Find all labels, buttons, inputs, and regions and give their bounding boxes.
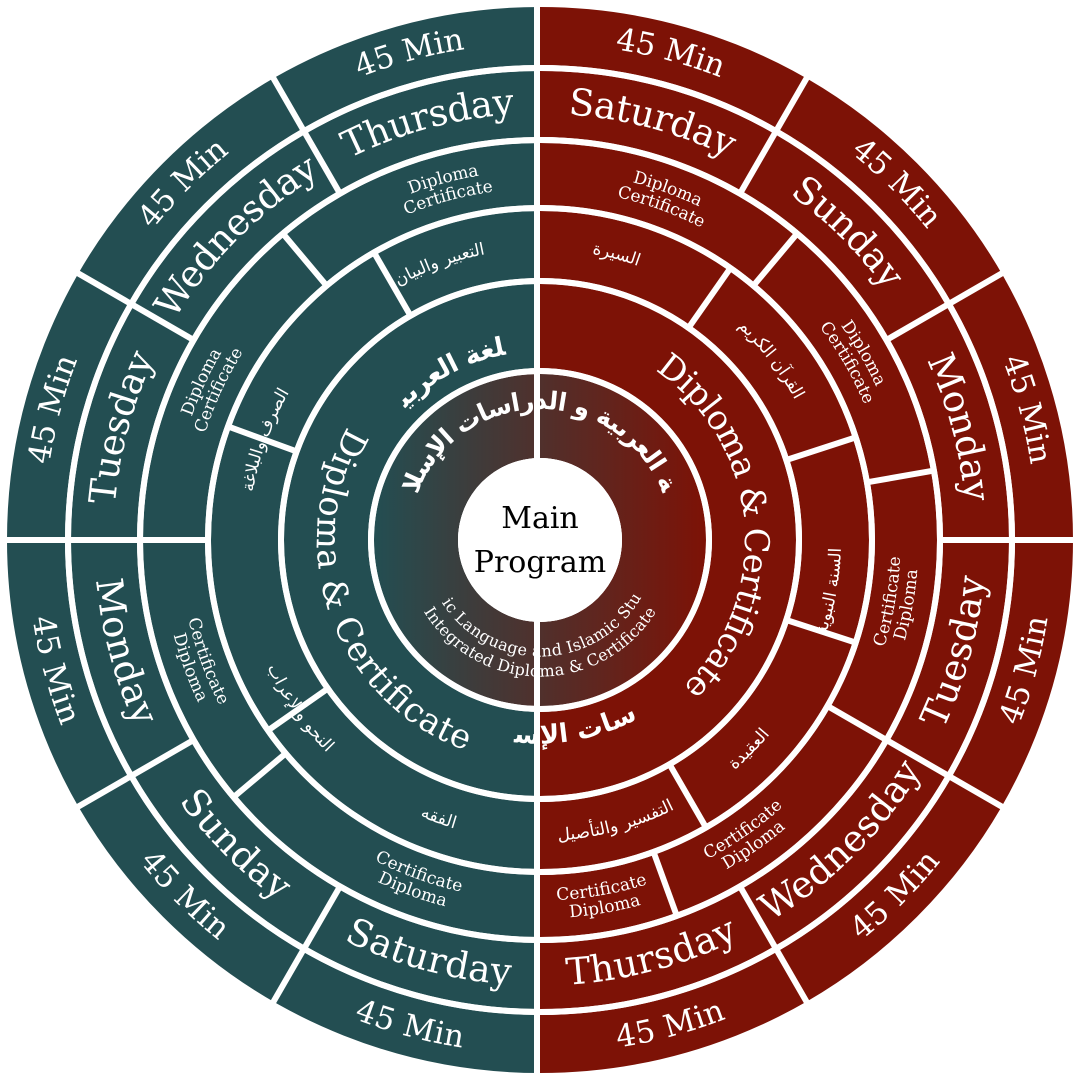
segment-separator: [301, 129, 343, 196]
segment-separator: [129, 301, 196, 343]
day-segment: [305, 71, 540, 191]
subject-segment: [375, 211, 540, 314]
center-title-line2: Program: [474, 545, 606, 580]
segment-separator: [666, 762, 709, 830]
day-segment: [889, 540, 1009, 775]
duration-segment: [951, 540, 1076, 808]
certificate-segment: [143, 540, 284, 796]
day-segment: [133, 133, 339, 339]
certificate-segment: [235, 755, 540, 937]
segment-separator: [884, 301, 951, 343]
day-segment: [741, 133, 947, 339]
certificate-segment: [284, 143, 540, 284]
certificate-segment: [540, 854, 676, 937]
segment-separator: [737, 884, 779, 951]
segment-separator: [751, 231, 800, 288]
center-hub: [458, 458, 622, 622]
segment-separator: [773, 74, 811, 133]
day-segment: [741, 741, 947, 947]
day-segment: [71, 540, 191, 775]
duration-segment: [777, 75, 1005, 303]
certificate-segment: [755, 235, 931, 482]
duration-segment: [540, 4, 808, 129]
duration-segment: [272, 4, 540, 129]
subject-segment: [690, 270, 853, 460]
duration-segment: [272, 951, 540, 1076]
certificate-segment: [540, 143, 796, 284]
duration-segment: [4, 272, 129, 540]
day-segment: [133, 741, 339, 947]
duration-segment: [951, 272, 1076, 540]
segment-separator: [947, 269, 1006, 307]
program-segment: [284, 284, 540, 796]
segment-separator: [947, 773, 1006, 811]
duration-segment: [75, 75, 303, 303]
segment-separator: [231, 751, 288, 800]
segment-separator: [650, 850, 680, 917]
segment-separator: [884, 737, 951, 779]
program-segment: [540, 284, 796, 796]
segment-separator: [269, 74, 307, 133]
segment-separator: [74, 773, 133, 811]
segment-separator: [371, 250, 414, 318]
segment-separator: [785, 434, 857, 463]
subject-segment: [540, 766, 705, 869]
segment-separator: [686, 266, 733, 330]
segment-separator: [74, 269, 133, 307]
segment-separator: [826, 703, 888, 743]
subject-segment: [789, 438, 869, 642]
subject-segment: [230, 255, 409, 451]
subject-segment: [210, 427, 326, 729]
duration-segment: [75, 777, 303, 1005]
day-segment: [540, 71, 775, 191]
center-title-line1: Main: [501, 501, 579, 536]
day-segment: [540, 889, 775, 1009]
certificate-segment: [830, 471, 937, 739]
subject-segment: [270, 690, 540, 869]
segment-separator: [129, 737, 196, 779]
segment-separator: [280, 231, 329, 288]
duration-segment: [540, 951, 808, 1076]
day-segment: [305, 889, 540, 1009]
certificate-segment: [143, 235, 325, 540]
segment-separator: [269, 947, 307, 1006]
certificate-segment: [654, 707, 884, 914]
subject-segment: [540, 211, 729, 326]
title-ring: [373, 374, 706, 706]
duration-segment: [777, 777, 1005, 1005]
segment-separator: [785, 617, 857, 646]
duration-segment: [4, 540, 129, 808]
segment-separator: [266, 686, 330, 733]
day-segment: [71, 305, 191, 540]
segment-separator: [773, 947, 811, 1006]
segment-separator: [737, 129, 779, 196]
segment-separator: [866, 467, 935, 486]
subject-segment: [671, 620, 853, 825]
day-segment: [889, 305, 1009, 540]
segment-separator: [226, 423, 298, 455]
segment-separator: [301, 884, 343, 951]
